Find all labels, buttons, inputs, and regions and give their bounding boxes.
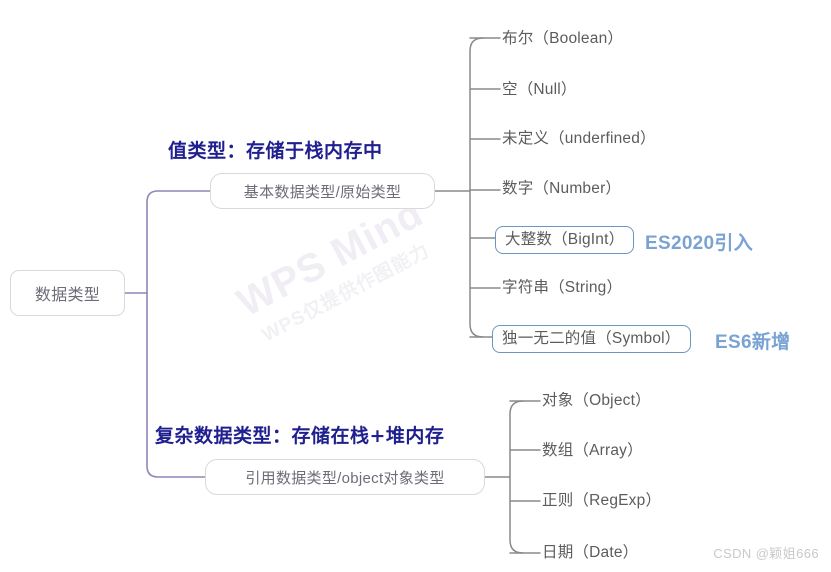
heading-value-type: 值类型：存储于栈内存中 [168,140,383,162]
trunk-upper [146,190,211,294]
leaf-boolean[interactable]: 布尔（Boolean） [502,30,624,47]
leaf-array[interactable]: 数组（Array） [542,442,643,459]
leaf-number[interactable]: 数字（Number） [502,180,622,197]
root-node[interactable]: 数据类型 [10,270,125,316]
note-symbol-es6: ES6新增 [715,332,791,353]
leaf-null[interactable]: 空（Null） [502,81,577,98]
leaf-regexp[interactable]: 正则（RegExp） [542,492,662,509]
heading-complex-type: 复杂数据类型：存储在栈+堆内存 [155,425,445,447]
upper-spine [469,37,484,338]
note-bigint-es2020: ES2020引入 [645,233,754,254]
leaf-symbol[interactable]: 独一无二的值（Symbol） [492,325,691,353]
leaf-date[interactable]: 日期（Date） [542,544,639,561]
root-node-label: 数据类型 [34,287,101,304]
watermark-sub-text: WPS仅提供作图能力 [258,240,434,347]
wps-mind-watermark: WPS Mind WPS仅提供作图能力 [230,179,500,411]
leaf-bigint[interactable]: 大整数（BigInt） [495,226,635,254]
lower-spine [509,400,524,554]
node-reference-type-label: 引用数据类型/object对象类型 [245,469,445,487]
csdn-credit: CSDN @颖姐666 [713,546,819,561]
node-primitive-type-label: 基本数据类型/原始类型 [243,183,402,201]
node-reference-type[interactable]: 引用数据类型/object对象类型 [205,459,485,495]
leaf-undefined[interactable]: 未定义（underfined） [502,130,656,147]
leaf-string[interactable]: 字符串（String） [502,279,623,296]
trunk-lower [146,292,206,478]
node-primitive-type[interactable]: 基本数据类型/原始类型 [210,173,435,209]
leaf-object[interactable]: 对象（Object） [542,392,651,409]
